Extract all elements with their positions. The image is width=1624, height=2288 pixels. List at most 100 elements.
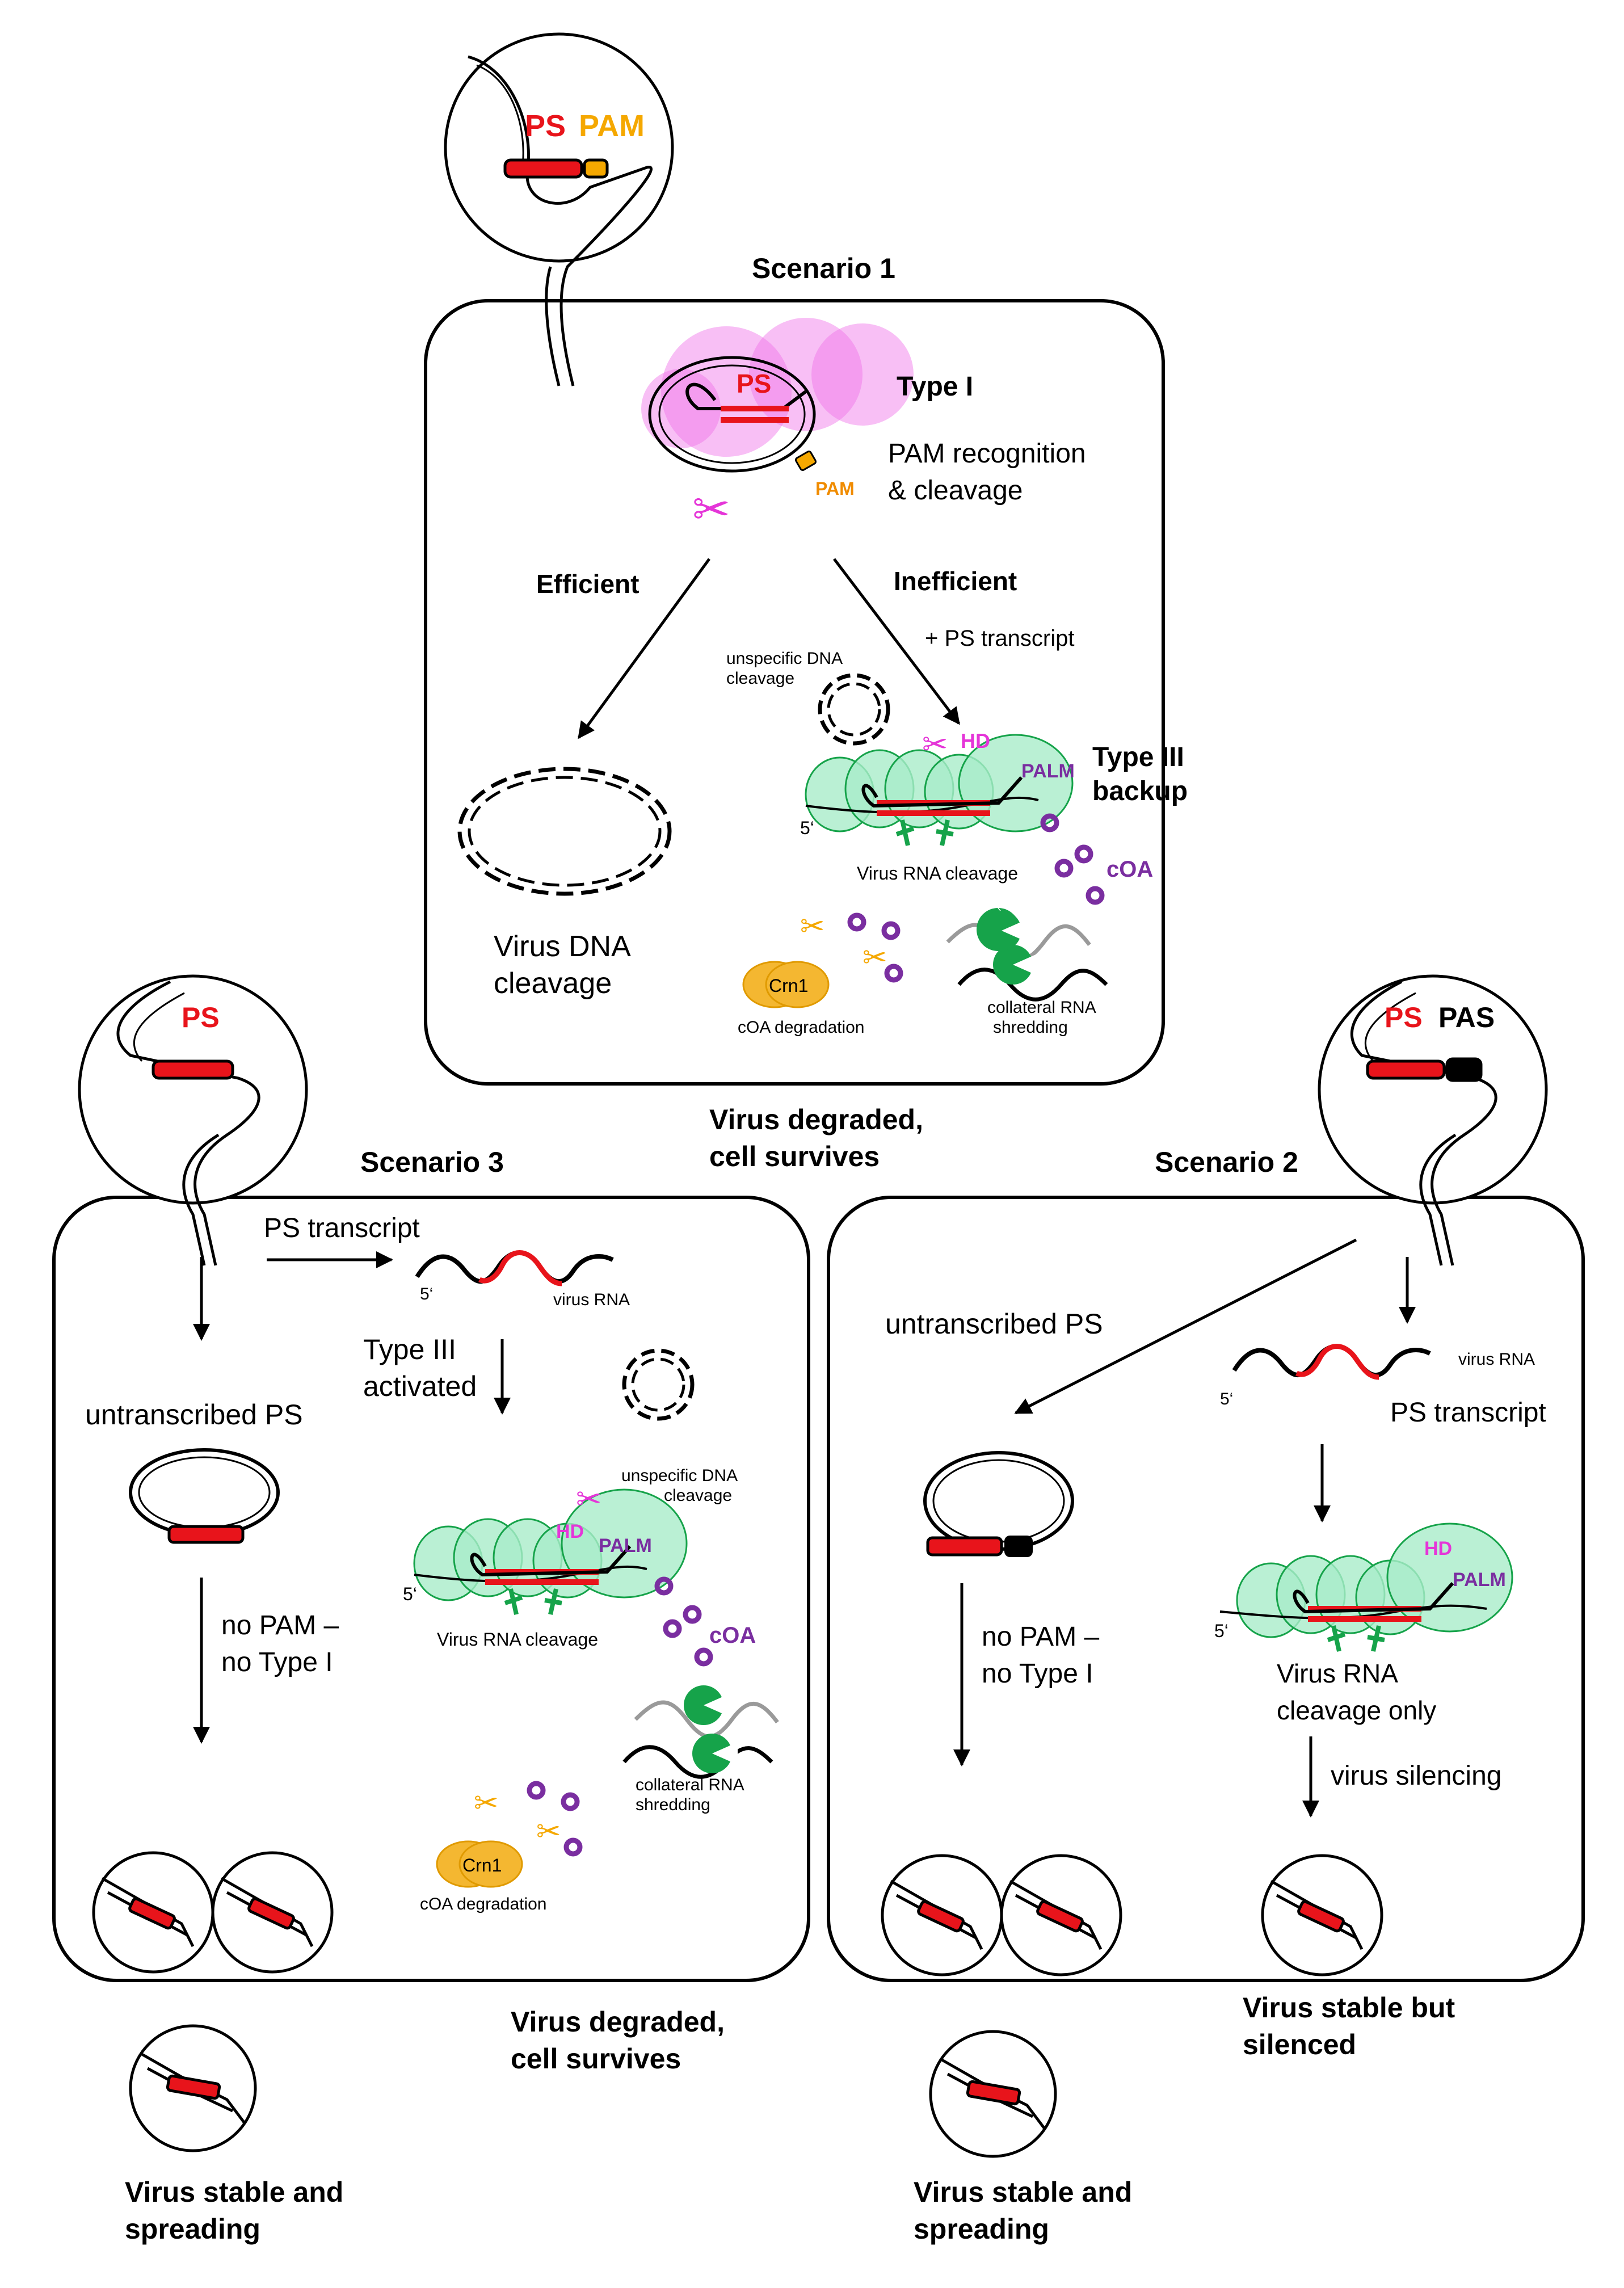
collateral-s1-l2: shredding [993, 1018, 1068, 1037]
collateral-s3-l2: shredding [636, 1795, 710, 1814]
scenario1-title: Scenario 1 [752, 253, 895, 284]
s1-outcome-l1: Virus degraded, [709, 1104, 923, 1135]
palm-label-s2: PALM [1453, 1569, 1506, 1591]
unspecific-dna-s1-l2: cleavage [726, 669, 794, 688]
virus-rna-s2 [1232, 1344, 1431, 1378]
ps-label-right: PS [1385, 1002, 1423, 1033]
virus-right: PS PAS [1318, 974, 1548, 1266]
ps-transcript-s2: PS transcript [1390, 1398, 1546, 1428]
coa-molecules-s3 [654, 1576, 713, 1667]
palm-label-s3: PALM [599, 1535, 652, 1557]
ps-segment-plasmid-s3 [167, 1525, 245, 1544]
s3-outcome-l1: Virus degraded, [511, 2006, 725, 2038]
coa-label-s1: cOA [1106, 857, 1153, 882]
five-prime-s2: 5‘ [1214, 1621, 1228, 1641]
coa-ring-crn1-s3 [527, 1781, 583, 1857]
virus-dna-cleaved [457, 767, 672, 896]
crn1-label-s1: Crn1 [769, 975, 808, 996]
s3-spreading-l2: spreading [125, 2213, 260, 2245]
scissors-icon-crn1-a-s1: ✂ [800, 910, 825, 943]
s3-outcome-l2: cell survives [511, 2043, 681, 2075]
scenario2-title: Scenario 2 [1155, 1146, 1298, 1178]
no-pam-s3-l2: no Type I [221, 1647, 333, 1677]
cleavage-only-l1: Virus RNA [1277, 1659, 1398, 1688]
hd-label-s2: HD [1424, 1538, 1452, 1559]
scissors-icon: ✂ [692, 484, 730, 535]
hd-label-s3: HD [556, 1521, 584, 1542]
type-i-complex: PS PAM [641, 318, 914, 499]
ps-transcript-s3: PS transcript [264, 1213, 420, 1243]
coa-molecules-s1 [1040, 813, 1105, 905]
type-iii-backup-l1: Type III [1092, 742, 1184, 772]
scissors-icon-hd-s3: ✂ [576, 1482, 601, 1516]
cleaved-dna-ring-s3 [622, 1348, 695, 1421]
virus-rna-cleavage-s1: Virus RNA cleavage [857, 863, 1018, 884]
hd-label-s1: HD [961, 729, 990, 752]
unspecific-dna-s3-l2: cleavage [664, 1486, 732, 1505]
type-iii-activated-l2: activated [363, 1370, 477, 1402]
collateral-s3-l1: collateral RNA [636, 1776, 744, 1794]
virus-top: PS PAM [444, 32, 674, 386]
virus-rna-label-s2: virus RNA [1458, 1350, 1535, 1369]
no-pam-s3-l1: no PAM – [221, 1610, 339, 1641]
virus-dna-line1: Virus DNA [494, 930, 631, 963]
s1-outcome-l2: cell survives [709, 1141, 880, 1172]
s2-silenced-l1: Virus stable but [1243, 1992, 1455, 2024]
pam-segment [583, 158, 609, 179]
pam-label-top: PAM [579, 109, 645, 143]
inefficient-label: Inefficient [894, 566, 1017, 596]
crn1-s3: Crn1 [436, 1840, 523, 1888]
type-iii-complex-s1 [805, 734, 1074, 846]
pas-segment [1445, 1057, 1483, 1082]
virus-left: PS [78, 974, 308, 1266]
cleavage-only-l2: cleavage only [1277, 1696, 1436, 1725]
type-iii-activated-l1: Type III [363, 1334, 456, 1365]
untranscribed-ps-s2: untranscribed PS [885, 1308, 1103, 1340]
palm-label-s1: PALM [1021, 760, 1075, 782]
ps-label-left: PS [182, 1002, 220, 1033]
ps-segment-left [152, 1059, 234, 1080]
scenario1-box [424, 299, 1165, 1086]
coa-label-s3: cOA [709, 1623, 756, 1648]
virus-silencing-label: virus silencing [1331, 1761, 1501, 1791]
pam-box-s1 [794, 451, 817, 471]
collateral-rna-s1 [946, 908, 1108, 1002]
type-iii-complex-s3 [413, 1488, 688, 1615]
s2-spreading-l1: Virus stable and [914, 2176, 1132, 2208]
scenario2-box [827, 1196, 1585, 1982]
collateral-s1-l1: collateral RNA [987, 998, 1096, 1017]
plus-ps-transcript: + PS transcript [925, 626, 1074, 651]
scenario3-title: Scenario 3 [360, 1146, 504, 1178]
arrow-efficient [577, 558, 711, 739]
cleaved-dna-ring-s1 [818, 673, 890, 746]
scissors-icon-crn1-a-s3: ✂ [474, 1787, 499, 1820]
unspecific-dna-s3-l1: unspecific DNA [621, 1466, 738, 1485]
crn1-s1: Crn1 [742, 961, 830, 1008]
type-iii-complex-s2 [1219, 1522, 1513, 1652]
coa-degradation-s3: cOA degradation [420, 1895, 547, 1913]
silenced-virus-s2 [1261, 1854, 1383, 1976]
s2-silenced-l2: silenced [1243, 2029, 1356, 2060]
untranscribed-ps-s3: untranscribed PS [85, 1399, 303, 1431]
arrow-inefficient [833, 558, 960, 725]
virus-rna-s3 [415, 1250, 614, 1284]
crn1-label-s3: Crn1 [462, 1855, 502, 1875]
type-iii-backup-l2: backup [1092, 776, 1188, 806]
no-pam-s2-l2: no Type I [982, 1659, 1093, 1689]
plasmid-s3 [129, 1448, 280, 1537]
efficient-label: Efficient [536, 569, 639, 599]
virus-rna-cleavage-s3: Virus RNA cleavage [437, 1629, 598, 1650]
s2-spreading-l2: spreading [914, 2213, 1049, 2245]
pam-recognition-line2: & cleavage [888, 476, 1023, 506]
spreading-viruses-s2 [881, 1854, 1122, 2158]
five-prime-s3: 5‘ [403, 1584, 417, 1604]
coa-degradation-s1: cOA degradation [738, 1018, 865, 1037]
pam-recognition-line1: PAM recognition [888, 439, 1086, 469]
no-pam-s2-l1: no PAM – [982, 1622, 1100, 1652]
ps-label-top: PS [525, 109, 566, 143]
collateral-rna-s3 [622, 1685, 779, 1779]
pas-label: PAS [1438, 1002, 1495, 1033]
virus-rna-label-s3: virus RNA [553, 1290, 630, 1309]
